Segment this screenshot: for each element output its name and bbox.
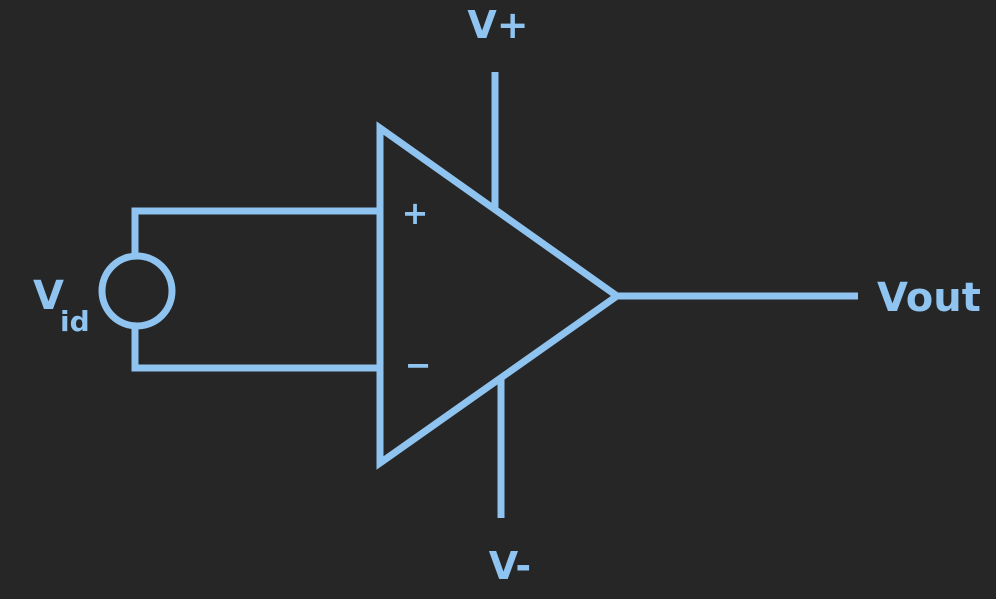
- noninverting-input-symbol: +: [402, 194, 429, 232]
- v-minus-label: V-: [489, 544, 531, 588]
- vout-label: Vout: [877, 275, 981, 321]
- voltage-source-circle: [98, 252, 176, 330]
- v-plus-label: V+: [467, 3, 528, 47]
- inverting-input-symbol: −: [405, 346, 432, 384]
- noninverting-input-wire: [131, 207, 380, 256]
- vid-label-subscript: id: [60, 305, 90, 338]
- vid-label-main: V: [33, 273, 64, 319]
- inverting-input-wire: [131, 326, 380, 372]
